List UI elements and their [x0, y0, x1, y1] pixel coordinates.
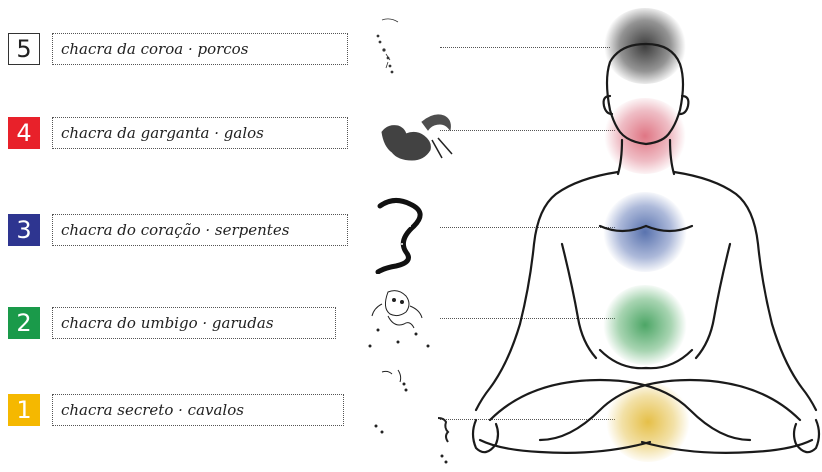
- chakra-number-4: 4: [8, 117, 40, 149]
- chakra-label-heart: chacra do coração · serpentes: [52, 214, 348, 246]
- chakra-number-5: 5: [8, 33, 40, 65]
- horse-icon: [374, 369, 450, 464]
- pig-icon: [376, 18, 399, 74]
- chakra-label-throat: chacra da garganta · galos: [52, 117, 348, 149]
- rooster-icon: [381, 114, 453, 161]
- snake-icon: [375, 198, 423, 274]
- chakra-number-2: 2: [8, 307, 40, 339]
- chakra-label-secret: chacra secreto · cavalos: [52, 394, 344, 426]
- chakra-glow-heart: [603, 192, 687, 272]
- garuda-icon: [368, 290, 430, 348]
- meditating-figure: [471, 42, 821, 454]
- leader-line-throat: [440, 130, 615, 131]
- chakra-glow-crown: [603, 8, 687, 84]
- leader-line-crown: [440, 47, 610, 48]
- chakra-glow-navel: [603, 285, 687, 365]
- chakra-glow-throat: [603, 98, 687, 174]
- chakra-label-crown: chacra da coroa · porcos: [52, 33, 348, 65]
- leader-line-navel: [440, 318, 615, 319]
- chakra-number-1: 1: [8, 394, 40, 426]
- chakra-number-3: 3: [8, 214, 40, 246]
- leader-line-heart: [440, 227, 615, 228]
- leader-line-secret: [440, 419, 615, 420]
- chakra-label-navel: chacra do umbigo · garudas: [52, 307, 336, 339]
